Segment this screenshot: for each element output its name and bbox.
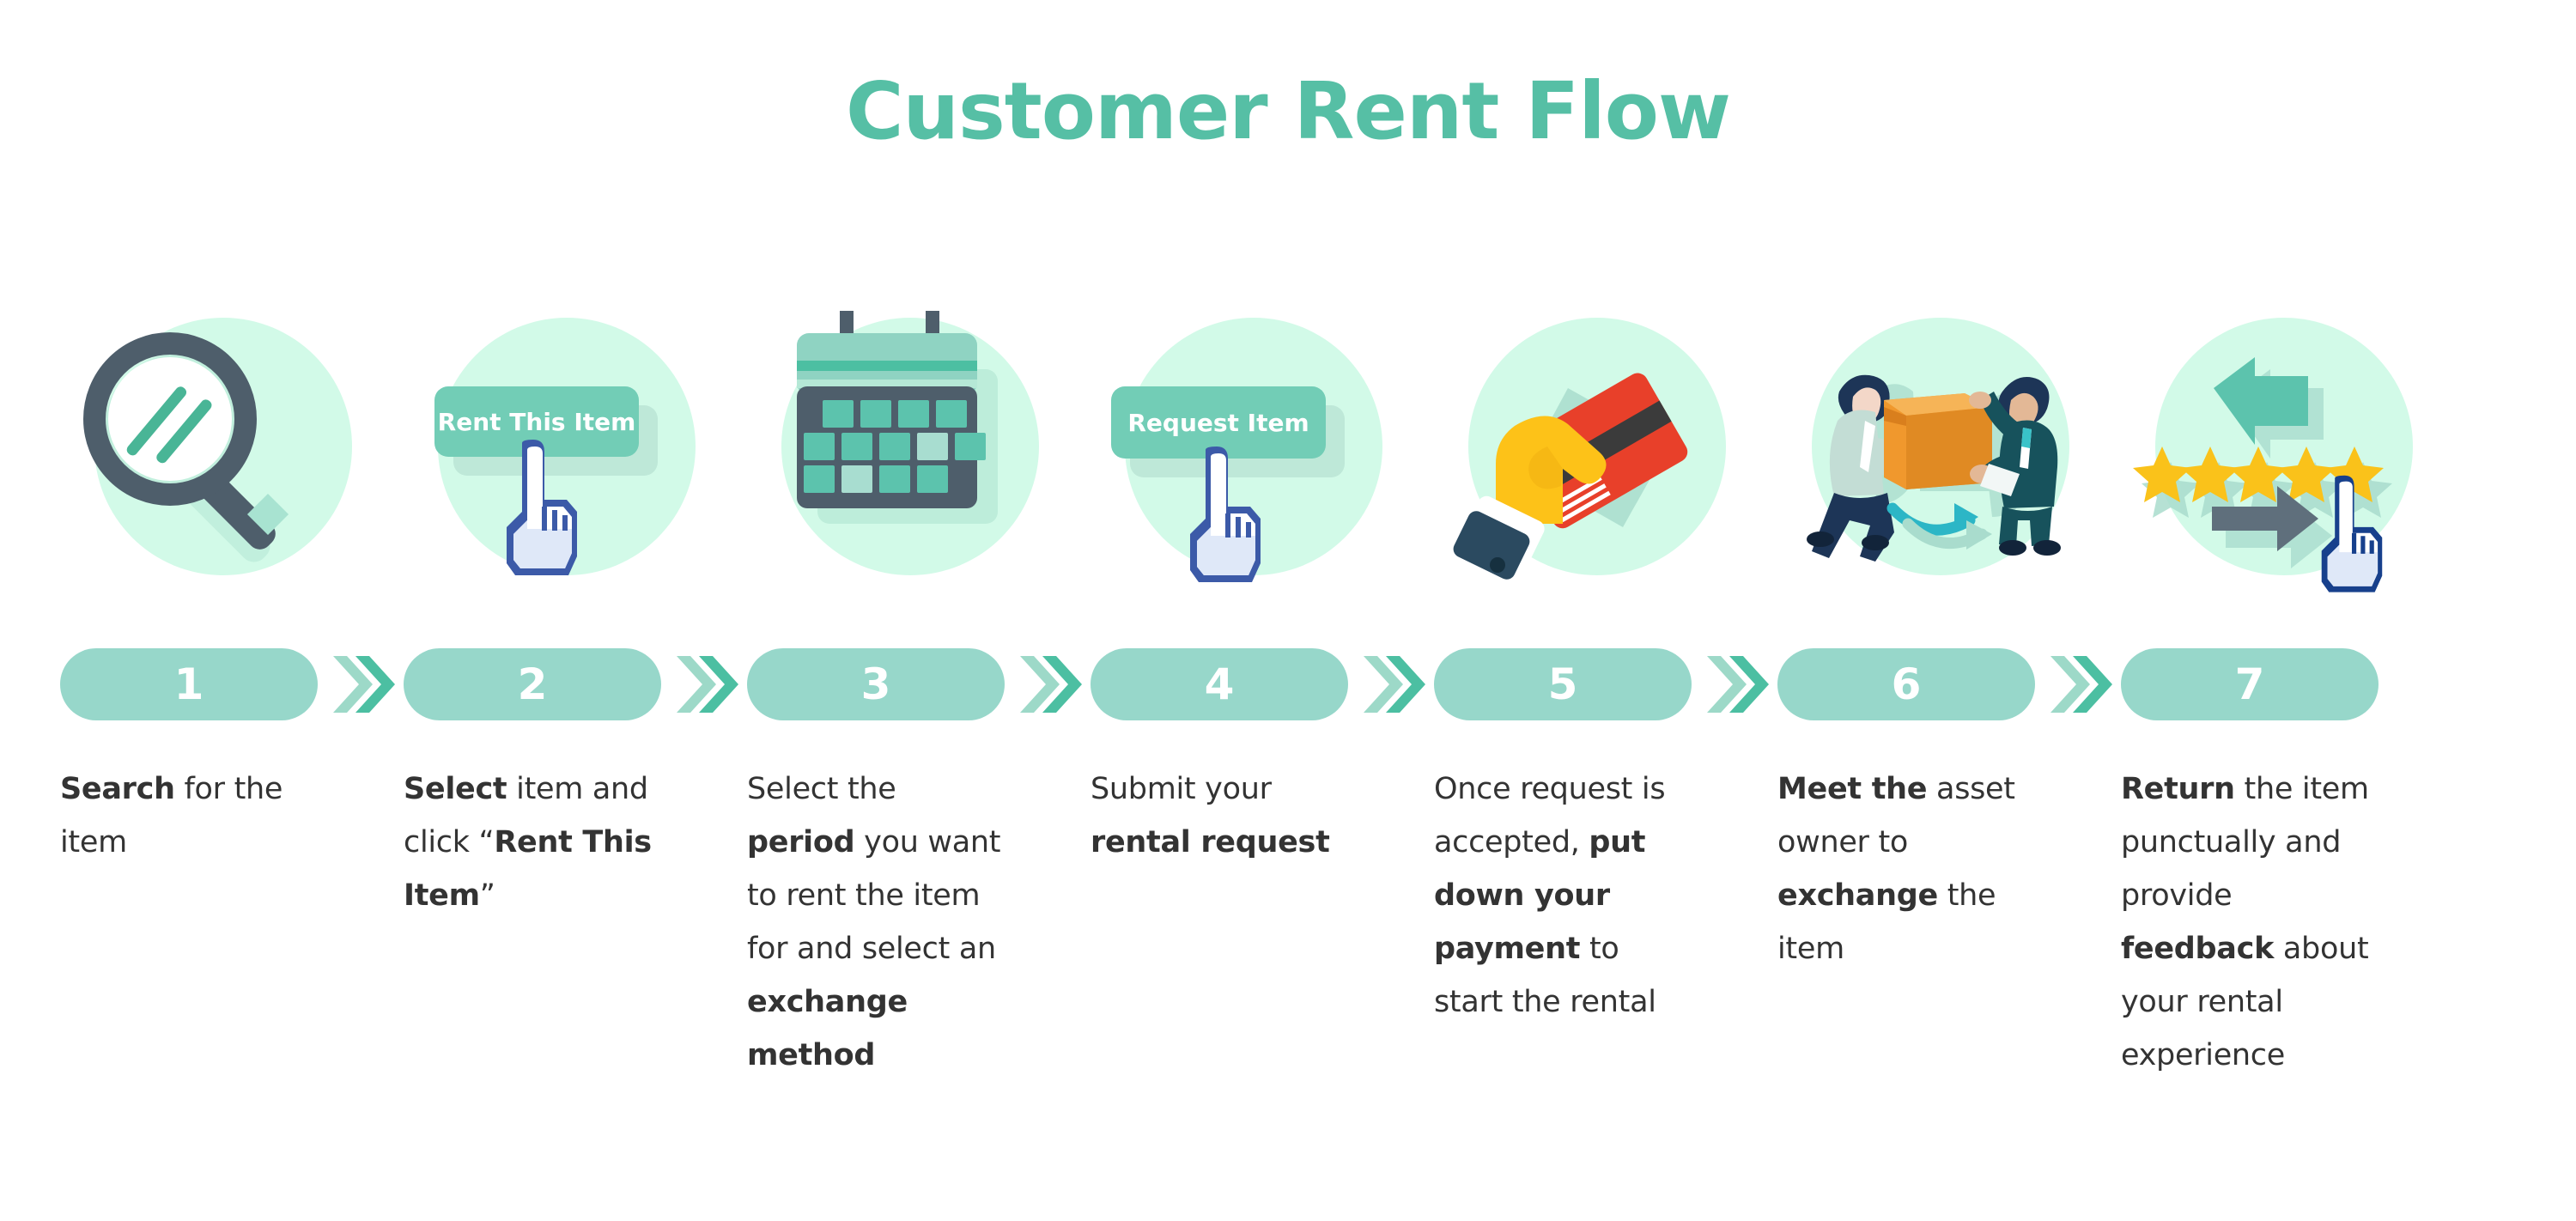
step-4-number: 4	[1204, 659, 1235, 709]
flow-step-6: 6 Meet the asset owner to exchange the i…	[1769, 0, 2112, 1221]
magnifier-icon	[69, 318, 378, 575]
caption-run: Select	[404, 772, 507, 806]
calendar-icon	[756, 311, 1065, 575]
step-6-number: 6	[1891, 659, 1922, 709]
caption-run: the item	[1777, 878, 1996, 966]
step-3-number-pill: 3	[747, 648, 1005, 720]
caption-run: you want to rent the item for and select…	[747, 825, 1001, 966]
flow-step-2: Rent This Item 2 Select item	[395, 0, 738, 1221]
request-item-button-label: Request Item	[1127, 408, 1309, 437]
hand-holding-credit-card-icon	[1443, 318, 1752, 580]
step-6-number-pill: 6	[1777, 648, 2035, 720]
chevron-right-icon-1	[328, 654, 395, 714]
chevron-right-icon-3	[1015, 654, 1082, 714]
step-5-caption: Once request is accepted, put down your …	[1434, 762, 1692, 1029]
caption-run: feedback	[2121, 932, 2275, 966]
caption-run: item and click “	[404, 772, 648, 860]
request-item-button-icon: Request Item	[1099, 318, 1408, 582]
caption-run: Meet the	[1777, 772, 1928, 806]
step-1-caption: Search for the item	[60, 762, 318, 869]
caption-run: about your rental experience	[2121, 932, 2369, 1072]
page-title: Customer Rent Flow	[846, 65, 1731, 157]
step-6-caption: Meet the asset owner to exchange the ite…	[1777, 762, 2035, 975]
caption-run: for the item	[60, 772, 283, 860]
flow-step-5: 5 Once request is accepted, put down you…	[1425, 0, 1769, 1221]
step-2-number-pill: 2	[404, 648, 661, 720]
step-5-number-pill: 5	[1434, 648, 1692, 720]
flow-step-4: Request Item 4 Submit your r	[1082, 0, 1425, 1221]
step-7-number-pill: 7	[2121, 648, 2379, 720]
caption-run: Search	[60, 772, 175, 806]
step-1-number: 1	[173, 659, 204, 709]
rent-this-item-button-icon: Rent This Item	[412, 318, 721, 575]
caption-run: asset owner to	[1777, 772, 2015, 860]
chevron-right-icon-2	[671, 654, 738, 714]
step-3-caption: Select the period you want to rent the i…	[747, 762, 1005, 1082]
step-2-number: 2	[517, 659, 548, 709]
caption-run: Return	[2121, 772, 2235, 806]
flow-step-7: 7 Return the item punctually and provide…	[2112, 0, 2456, 1221]
caption-run: ”	[479, 878, 495, 913]
return-rating-stars-icon	[2129, 318, 2439, 592]
caption-run: to start the rental	[1434, 932, 1656, 1019]
caption-run: Select the	[747, 772, 896, 806]
chevron-right-icon-4	[1358, 654, 1425, 714]
caption-run: rental request	[1091, 825, 1330, 860]
step-1-number-pill: 1	[60, 648, 318, 720]
step-4-number-pill: 4	[1091, 648, 1348, 720]
people-exchanging-box-icon	[1786, 318, 2095, 575]
caption-run: put down your payment	[1434, 825, 1646, 966]
chevron-right-icon-5	[1702, 654, 1769, 714]
step-3-number: 3	[860, 659, 891, 709]
caption-run: exchange method	[747, 985, 908, 1072]
step-2-caption: Select item and click “Rent This Item”	[404, 762, 661, 922]
caption-run: Once request is accepted,	[1434, 772, 1666, 860]
caption-run: Submit your	[1091, 772, 1272, 806]
caption-run: exchange	[1777, 878, 1938, 913]
caption-run: period	[747, 825, 855, 860]
caption-run: the item punctually and provide	[2121, 772, 2369, 913]
step-7-number: 7	[2234, 659, 2265, 709]
step-4-caption: Submit your rental request	[1091, 762, 1348, 869]
chevron-right-icon-6	[2045, 654, 2112, 714]
step-5-number: 5	[1547, 659, 1578, 709]
caption-run: Rent This Item	[404, 825, 652, 913]
rent-this-item-button-label: Rent This Item	[437, 407, 636, 436]
request-item-button[interactable]: Request Item	[1111, 386, 1326, 459]
flow-step-1: 1 Search for the item	[52, 0, 395, 1221]
step-7-caption: Return the item punctually and provide f…	[2121, 762, 2379, 1082]
flow-step-3: 3 Select the period you want to rent the…	[738, 0, 1082, 1221]
